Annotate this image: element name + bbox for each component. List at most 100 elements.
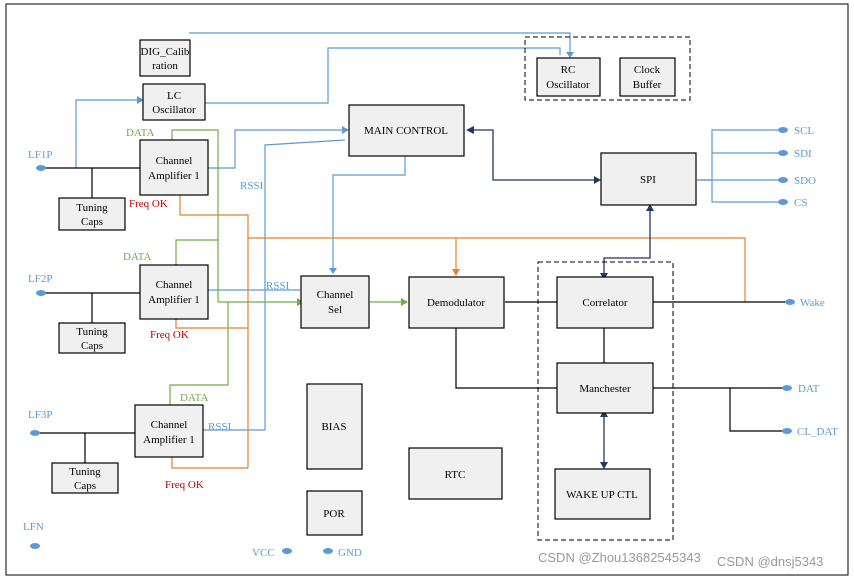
diagram-frame <box>5 3 849 576</box>
main-control-block: MAIN CONTROL <box>348 104 465 157</box>
spi-label: SPI <box>640 174 656 186</box>
watermark-2: CSDN @dnsj5343 <box>717 554 823 569</box>
wire-main-spi <box>470 129 597 181</box>
rtc-label: RTC <box>445 469 466 481</box>
manchester-block: Manchester <box>556 362 654 414</box>
cs-terminal <box>778 199 788 205</box>
wire-data1 <box>171 129 300 303</box>
scl-terminal <box>778 127 788 133</box>
demodulator-label: Demodulator <box>427 297 485 309</box>
pin-vcc: VCC <box>252 547 292 559</box>
pin-cl-dat: CL_DAT <box>782 426 838 438</box>
rc-label-1: RC <box>561 64 576 76</box>
dat-label: DAT <box>798 383 820 395</box>
wire-spi-corr <box>603 207 651 276</box>
lf3p-terminal <box>30 430 40 436</box>
lc-label-1: LC <box>167 90 181 102</box>
rc-label-2: Oscillator <box>546 79 590 91</box>
wire-cl-dat <box>729 388 790 432</box>
arrow-lc <box>137 96 144 104</box>
rc-oscillator-block: RC Oscillator <box>536 57 601 97</box>
wire-dig-cal-to-rc <box>189 32 571 55</box>
wire-cs <box>711 180 780 203</box>
arrow-chsel <box>329 268 337 274</box>
pin-dat: DAT <box>782 383 820 395</box>
pin-cs: CS <box>778 197 807 209</box>
lfn-label: LFN <box>23 521 44 533</box>
wire-main-to-chsel <box>332 156 406 270</box>
arrow-main-spi-a <box>466 126 474 134</box>
chsel-label-2: Sel <box>328 304 342 316</box>
tuning2-label-2: Caps <box>81 340 103 352</box>
vcc-label: VCC <box>252 547 275 559</box>
amp3-label-2: Amplifier 1 <box>143 434 195 446</box>
dig-cal-label-2: ration <box>152 60 178 72</box>
arrow-freqok-demod <box>452 269 460 276</box>
wake-terminal <box>785 299 795 305</box>
amp1-label-2: Amplifier 1 <box>148 170 200 182</box>
sdi-terminal <box>778 150 788 156</box>
pin-sdo: SDO <box>778 175 816 187</box>
lc-label-2: Oscillator <box>152 104 196 116</box>
por-block: POR <box>306 490 363 536</box>
manchester-label: Manchester <box>579 383 631 395</box>
pin-lfn: LFN <box>23 521 44 549</box>
wire-freqok3 <box>171 455 248 469</box>
tuning1-label-1: Tuning <box>76 202 108 214</box>
tuning2-label-1: Tuning <box>76 326 108 338</box>
rssi-label-3: RSSI <box>208 421 232 433</box>
channel-amplifier-1: Channel Amplifier 1 <box>139 139 209 196</box>
tuning3-label-2: Caps <box>74 480 96 492</box>
correlator-block: Correlator <box>556 276 654 329</box>
lf2p-terminal <box>36 290 46 296</box>
amp3-label-1: Channel <box>151 419 188 431</box>
freq-ok-label-3: Freq OK <box>165 479 204 491</box>
lf2p-label: LF2P <box>28 273 52 285</box>
wire-data2 <box>175 239 218 265</box>
dig-calibration-block: DIG_Calib ration <box>139 39 191 77</box>
lc-oscillator-block: LC Oscillator <box>142 83 206 121</box>
pin-lf3p: LF3P <box>28 409 52 436</box>
lf1p-label: LF1P <box>28 149 52 161</box>
lf3p-label: LF3P <box>28 409 52 421</box>
wake-label: Wake <box>800 297 825 309</box>
arrow-spi <box>646 204 654 211</box>
sdo-label: SDO <box>794 175 816 187</box>
data-label-1: DATA <box>126 127 155 139</box>
tuning-caps-3: Tuning Caps <box>51 462 119 494</box>
pin-wake: Wake <box>785 297 825 309</box>
rssi-label-1: RSSI <box>240 180 264 192</box>
data-label-2: DATA <box>123 251 152 263</box>
arrow-rc <box>566 52 574 58</box>
pin-sdi: SDI <box>778 148 812 160</box>
cl-dat-terminal <box>782 428 792 434</box>
channel-amplifier-2: Channel Amplifier 1 <box>139 264 209 320</box>
osc-group <box>524 36 691 101</box>
gnd-terminal <box>323 548 333 554</box>
chsel-label-1: Channel <box>317 289 354 301</box>
arrow-wakectl <box>600 462 608 469</box>
rssi-label-2: RSSI <box>266 280 290 292</box>
watermark-1: CSDN @Zhou13682545343 <box>538 550 701 565</box>
tuning-caps-2: Tuning Caps <box>58 322 126 354</box>
data-label-3: DATA <box>180 392 209 404</box>
main-control-label: MAIN CONTROL <box>364 125 448 137</box>
wire-lf1p-to-lc <box>75 99 140 168</box>
channel-sel-block: Channel Sel <box>300 275 370 329</box>
cs-label: CS <box>794 197 807 209</box>
wire-lc-to-rc <box>205 47 561 104</box>
freq-ok-label-2: Freq OK <box>150 329 189 341</box>
clk-label-2: Buffer <box>633 79 662 91</box>
arrow-main-spi-b <box>594 176 601 184</box>
tuning1-label-2: Caps <box>81 216 103 228</box>
wire-freqok1 <box>179 195 249 468</box>
pin-lf2p: LF2P <box>28 273 52 296</box>
wire-freqok2 <box>175 318 248 329</box>
correlator-label: Correlator <box>582 297 628 309</box>
tuning-caps-1: Tuning Caps <box>58 197 126 231</box>
rtc-block: RTC <box>408 447 503 500</box>
wakeup-ctl-label: WAKE UP CTL <box>566 489 638 501</box>
channel-amplifier-3: Channel Amplifier 1 <box>134 404 204 458</box>
wire-rssi-bus <box>264 139 346 430</box>
arrow-main <box>342 126 349 134</box>
